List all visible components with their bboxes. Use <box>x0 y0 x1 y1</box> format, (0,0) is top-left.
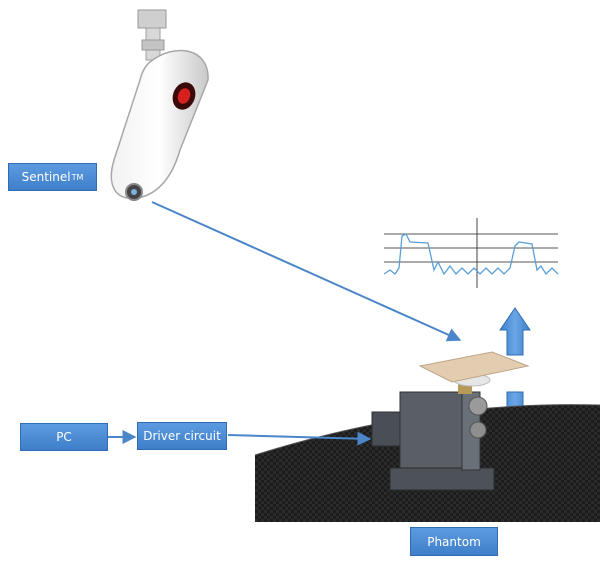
sentinel-label-text: Sentinel <box>21 170 71 184</box>
pc-label: PC <box>20 423 108 451</box>
camera-to-phantom-arrow <box>151 201 462 342</box>
phantom-label-text: Phantom <box>427 534 481 549</box>
sentinel-camera-icon <box>110 9 209 201</box>
phantom-device-icon <box>254 351 600 522</box>
driver-to-phantom-arrow <box>227 431 372 446</box>
phantom-label: Phantom <box>410 527 498 556</box>
arrow-up-icon <box>499 307 531 356</box>
driver-circuit-label: Driver circuit <box>137 422 227 450</box>
driver-circuit-label-text: Driver circuit <box>143 429 221 443</box>
sentinel-trademark: TM <box>71 172 84 182</box>
pc-label-text: PC <box>56 430 72 444</box>
breathing-signal-plot <box>383 218 559 288</box>
